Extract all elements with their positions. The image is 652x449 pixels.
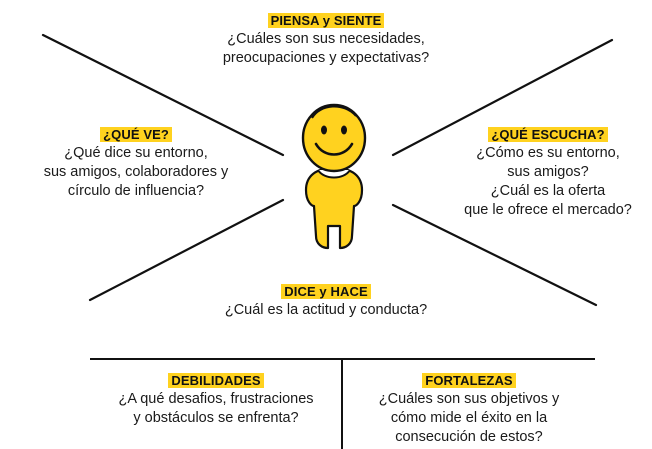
section-fortalezas: FORTALEZAS ¿Cuáles son sus objetivos y c… [344,372,594,447]
que-escucha-line-3: ¿Cuál es la oferta [490,183,606,199]
fortalezas-title: FORTALEZAS [422,373,516,388]
dice-hace-title: DICE y HACE [281,284,371,299]
piensa-siente-title: PIENSA y SIENTE [267,13,385,28]
que-ve-line-2: sus amigos, colaboradores y [43,164,229,180]
debilidades-title: DEBILIDADES [168,373,264,388]
person-eye-right [341,125,347,135]
diagonal-bottom-left [88,198,285,302]
person-head [301,103,367,173]
dice-hace-line-1: ¿Cuál es la actitud y conducta? [224,302,428,318]
que-escucha-line-4: que le ofrece el mercado? [464,202,632,218]
person-eye-left [321,125,327,135]
quadrant-dice-hace: DICE y HACE ¿Cuál es la actitud y conduc… [196,283,456,320]
fortalezas-line-1: ¿Cuáles son sus objetivos y [378,391,560,407]
debilidades-line-2: y obstáculos se enfrenta? [133,410,299,426]
section-debilidades: DEBILIDADES ¿A qué desafios, frustracion… [90,372,342,428]
fortalezas-line-2: cómo mide el éxito en la [390,410,548,426]
diagonal-bottom-right [391,203,598,307]
diagonal-top-right [391,38,614,157]
quadrant-que-ve: ¿QUÉ VE? ¿Qué dice su entorno, sus amigo… [18,126,254,201]
fortalezas-line-3: consecución de estos? [395,429,543,445]
debilidades-line-1: ¿A qué desafios, frustraciones [118,391,314,407]
person-hair [311,105,357,119]
que-escucha-line-1: ¿Cómo es su entorno, [476,145,620,161]
person-collar [317,169,351,179]
que-ve-line-3: círculo de influencia? [67,183,205,199]
piensa-siente-line-1: ¿Cuáles son sus necesidades, [227,31,425,47]
quadrant-piensa-siente: PIENSA y SIENTE ¿Cuáles son sus necesida… [170,12,482,68]
person-body [304,166,364,250]
que-ve-line-1: ¿Qué dice su entorno, [64,145,208,161]
diagonal-top-left [41,33,285,157]
smiley-person-icon [301,103,367,250]
que-ve-title: ¿QUÉ VE? [100,127,172,142]
quadrant-que-escucha: ¿QUÉ ESCUCHA? ¿Cómo es su entorno, sus a… [448,126,648,220]
person-smile [314,142,354,156]
que-escucha-line-2: sus amigos? [507,164,589,180]
que-escucha-title: ¿QUÉ ESCUCHA? [488,127,608,142]
piensa-siente-line-2: preocupaciones y expectativas? [222,50,430,66]
